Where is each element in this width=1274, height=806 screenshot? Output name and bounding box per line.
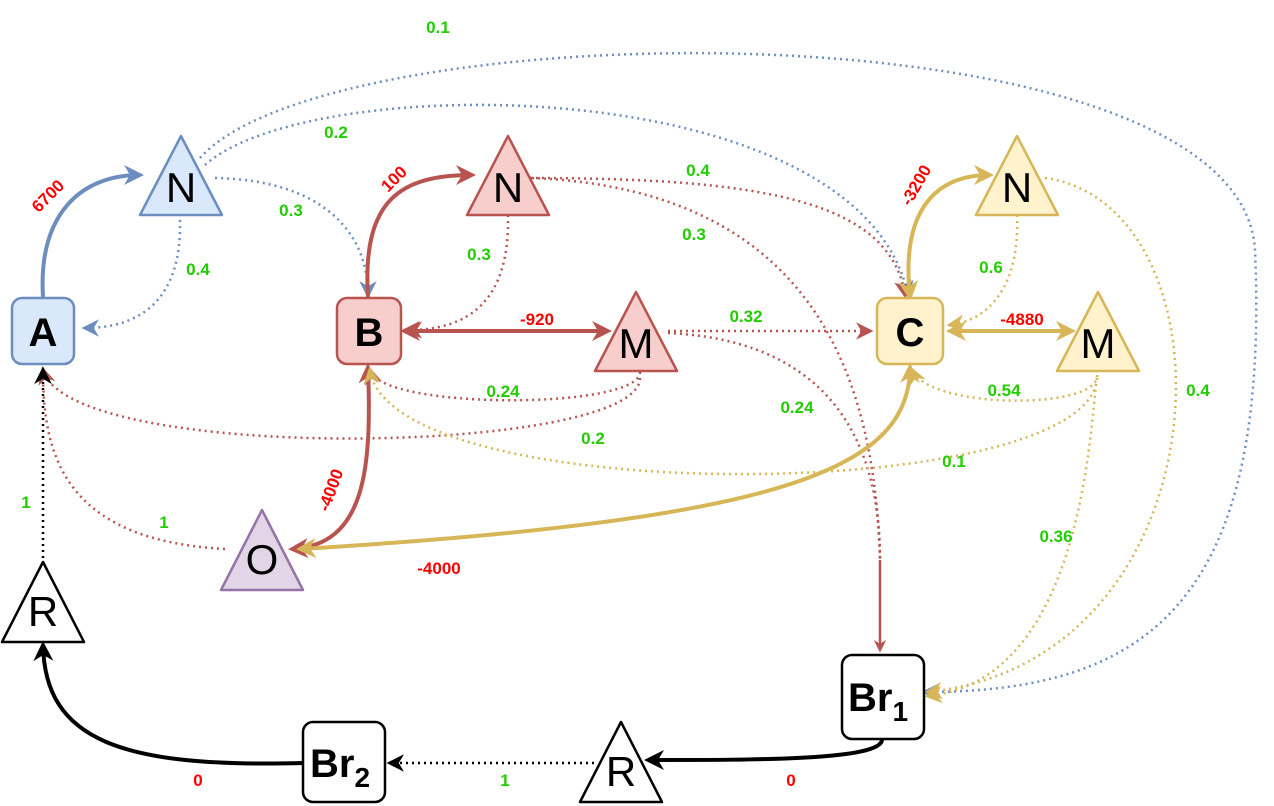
- label-r-left-to-a: 1: [21, 493, 30, 512]
- edge-n-yellow-to-br1: [924, 176, 1178, 700]
- label-n-yellow-to-c: 0.6: [979, 258, 1003, 277]
- edge-br2-to-r-left: [33, 641, 304, 766]
- label-n-blue-to-br1: 0.1: [426, 18, 450, 37]
- edge-m-yellow-to-c: [909, 366, 1099, 402]
- label-n-red-to-b: 0.3: [467, 245, 491, 264]
- node-n-red[interactable]: N: [465, 134, 551, 217]
- node-br2-box: [301, 720, 387, 804]
- edge-c-to-n-yellow: [898, 165, 994, 301]
- edge-m-red-to-br1: [667, 331, 882, 561]
- node-a-box: [10, 296, 76, 366]
- node-r-bottom-label: R: [606, 748, 636, 795]
- node-r-bottom[interactable]: R: [578, 720, 664, 804]
- label-m-red-to-a: 0.2: [581, 429, 605, 448]
- node-n-blue-label: N: [166, 164, 196, 211]
- edge-n-red-to-c: [529, 176, 912, 299]
- node-br2-sub: 2: [354, 762, 370, 793]
- node-n-red-triangle: [465, 134, 551, 217]
- edge-c-o: [296, 363, 920, 559]
- label-m-red-to-b: 0.24: [486, 382, 520, 401]
- node-a[interactable]: A: [10, 296, 76, 366]
- node-br1-box: [840, 653, 926, 741]
- edge-n-red-to-br1-dotted: [531, 176, 882, 561]
- node-r-left-triangle: [0, 560, 86, 644]
- node-m-red-triangle: [593, 290, 679, 373]
- label-br2-to-r-left: 0: [193, 771, 202, 790]
- node-n-blue-triangle: [138, 134, 224, 217]
- node-b-label: B: [355, 311, 384, 355]
- edge-m-yellow-to-b: [363, 366, 1099, 476]
- node-n-yellow-triangle: [974, 134, 1060, 217]
- label-m-yellow-to-c: 0.54: [987, 381, 1021, 400]
- node-m-yellow-label: M: [1081, 320, 1116, 367]
- edge-a-to-n-blue: [40, 165, 144, 298]
- label-n-blue-to-b: 0.3: [279, 201, 303, 220]
- edge-n-blue-to-b: [214, 176, 377, 299]
- edge-n-blue-to-c: [204, 103, 914, 299]
- label-b-to-n-red: 100: [377, 162, 410, 195]
- node-r-left[interactable]: R: [0, 560, 86, 644]
- edge-n-blue-to-a: [81, 219, 182, 337]
- label-m-red-to-br1: 0.24: [780, 398, 814, 417]
- node-b[interactable]: B: [335, 296, 403, 366]
- edge-m-red-to-a: [38, 366, 642, 440]
- edge-o-to-a: [34, 366, 226, 551]
- label-br1-to-r-bottom: 0: [786, 771, 795, 790]
- edge-b-to-n-red: [365, 165, 476, 298]
- edge-m-yellow-to-br1: [924, 377, 1099, 704]
- edge-b-o: [288, 363, 379, 559]
- node-r-left-label: R: [28, 588, 58, 635]
- node-c[interactable]: C: [875, 296, 945, 366]
- node-m-red-label: M: [619, 320, 654, 367]
- label-r-bottom-to-br2: 1: [500, 771, 509, 790]
- node-br1[interactable]: Br1: [840, 653, 926, 741]
- node-o-triangle: [219, 508, 305, 592]
- label-b-o: -4000: [314, 466, 347, 513]
- label-o-to-a: 1: [159, 513, 168, 532]
- node-m-yellow[interactable]: M: [1055, 290, 1141, 373]
- node-b-box: [335, 296, 403, 366]
- edge-n-blue-to-br1: [199, 51, 1258, 701]
- label-m-red-to-c: 0.32: [729, 307, 762, 326]
- node-o[interactable]: O: [219, 508, 305, 592]
- node-o-label: O: [246, 536, 279, 583]
- node-n-red-label: N: [493, 164, 523, 211]
- node-n-yellow-label: N: [1002, 164, 1032, 211]
- node-br2-label: Br2: [310, 742, 370, 793]
- label-c-o: -4000: [417, 559, 460, 578]
- label-m-yellow-to-br1: 0.36: [1039, 527, 1072, 546]
- node-br1-main: Br: [848, 676, 892, 720]
- node-c-label: C: [896, 311, 925, 355]
- node-br2[interactable]: Br2: [301, 720, 387, 804]
- edge-n-red-to-b: [404, 214, 510, 339]
- label-n-yellow-to-br1: 0.4: [1186, 381, 1210, 400]
- node-n-blue[interactable]: N: [138, 134, 224, 217]
- node-a-label: A: [29, 311, 58, 355]
- node-br1-label: Br1: [848, 676, 908, 727]
- node-r-bottom-triangle: [578, 720, 664, 804]
- node-c-box: [875, 296, 945, 366]
- label-n-blue-to-c: 0.2: [324, 123, 348, 142]
- node-n-yellow[interactable]: N: [974, 134, 1060, 217]
- label-m-yellow-to-b: 0.1: [942, 452, 966, 471]
- label-n-blue-to-a: 0.4: [186, 260, 210, 279]
- node-br1-sub: 1: [892, 696, 908, 727]
- node-m-yellow-triangle: [1055, 290, 1141, 373]
- label-b-m-red: -920: [520, 310, 554, 329]
- label-n-red-to-br1: 0.3: [682, 225, 706, 244]
- label-c-m-yellow: -4880: [1000, 310, 1043, 329]
- edge-br1-to-r-bottom: [644, 739, 884, 770]
- node-br2-main: Br: [310, 742, 354, 786]
- label-n-red-to-c: 0.4: [686, 161, 710, 180]
- node-m-red[interactable]: M: [593, 290, 679, 373]
